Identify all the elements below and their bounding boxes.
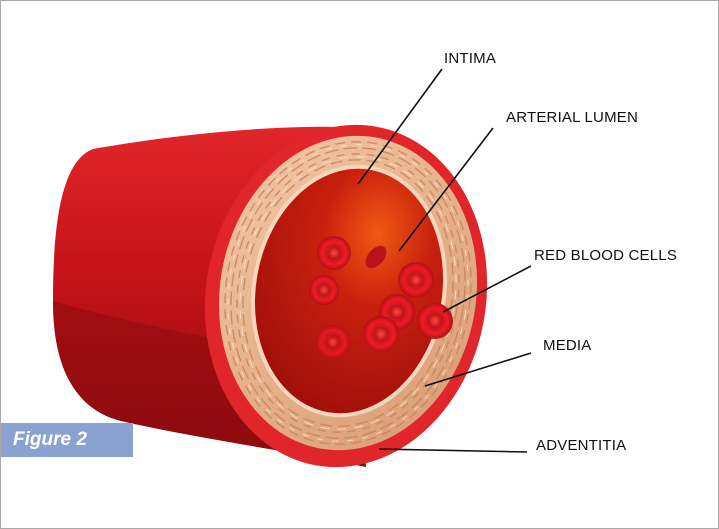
label-arterial-lumen: ARTERIAL LUMEN [506, 109, 638, 126]
figure-caption-tag: Figure 2 [1, 423, 133, 457]
label-adventitia: ADVENTITIA [536, 437, 626, 454]
label-media: MEDIA [543, 337, 592, 354]
label-intima: INTIMA [444, 50, 496, 67]
figure-caption-text: Figure 2 [13, 429, 87, 451]
label-red-blood-cells: RED BLOOD CELLS [534, 247, 677, 264]
